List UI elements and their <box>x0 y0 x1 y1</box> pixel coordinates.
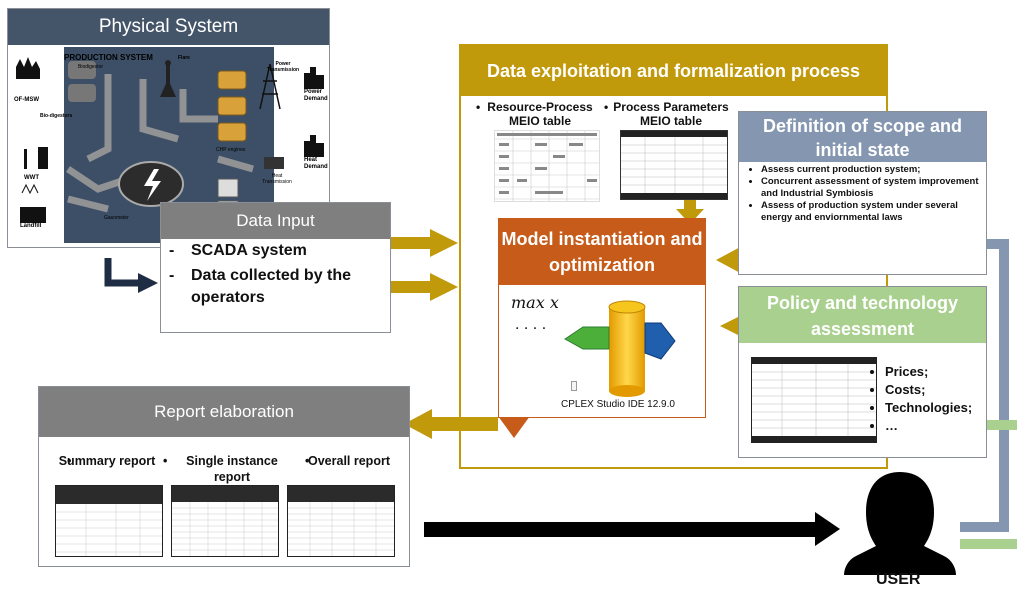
label-power-transmission: Power Transmission <box>266 61 300 73</box>
arrow-physical-to-datainput-head <box>138 273 158 293</box>
policy-grid <box>752 358 876 442</box>
report-thumb-single <box>171 485 279 557</box>
policy-item-1: Costs; <box>885 381 986 399</box>
policy-item-0: Prices; <box>885 363 986 381</box>
cplex-file-icon <box>571 381 577 391</box>
data-input-panel: Data Input -SCADA system -Data collected… <box>160 202 391 333</box>
data-input-header: Data Input <box>161 203 390 239</box>
physical-illustration <box>16 57 324 223</box>
user-label: USER <box>876 571 921 588</box>
policy-item-3: … <box>885 417 986 435</box>
label-chp-engines: CHP engines <box>216 147 246 153</box>
report-thumb-overall <box>287 485 395 557</box>
report-thumb-summary-grid <box>56 486 162 556</box>
arrow-physical-to-datainput <box>104 258 140 287</box>
policy-panel: Policy and technology assessment Prices;… <box>738 286 987 458</box>
spreadsheet-icon <box>494 130 600 202</box>
model-header: Model instantiation and optimization <box>499 219 705 285</box>
report-header: Report elaboration <box>39 387 409 437</box>
scope-item-2: Assess of production system under severa… <box>761 200 981 224</box>
table2-caption: •Process Parameters MEIO table <box>604 100 729 128</box>
table1-grid <box>495 131 599 201</box>
arrow-datainput-to-exploitation-1 <box>380 229 458 257</box>
model-dots: · · · · <box>515 321 547 337</box>
label-biodigestors: Bio-digestors <box>40 113 73 119</box>
production-system-label: PRODUCTION SYSTEM <box>64 53 153 62</box>
table1-caption: •Resource-Process MEIO table <box>476 100 593 128</box>
tower-icon <box>160 60 176 97</box>
policy-item-2: Technologies; <box>885 399 986 417</box>
arrow-datainput-to-exploitation-2 <box>380 273 458 301</box>
label-biodigestor-top: Biodigestor <box>78 64 104 70</box>
model-title: Model instantiation and optimization <box>501 229 703 275</box>
parameters-table-thumbnail <box>620 130 728 200</box>
policy-header: Policy and technology assessment <box>739 287 986 343</box>
scope-item-1: Concurrent assessment of system improvem… <box>761 176 981 200</box>
scope-list: Assess current production system; Concur… <box>745 164 981 224</box>
arrow-exploitation-to-report <box>404 409 498 439</box>
report-thumb-single-grid <box>172 486 278 556</box>
exploitation-panel: Data exploitation and formalization proc… <box>459 44 888 469</box>
report-title: Report elaboration <box>154 402 294 421</box>
factory-icon <box>16 57 48 223</box>
report-item-1: •Single instance report <box>163 454 278 484</box>
scope-item-0: Assess current production system; <box>761 164 981 176</box>
data-input-item-1: -Data collected by the operators <box>169 267 352 306</box>
policy-list: Prices; Costs; Technologies; … <box>871 363 986 435</box>
scope-panel: Definition of scope and initial state As… <box>738 111 987 275</box>
label-wwt: WWT <box>24 175 39 181</box>
lightning-icon <box>118 161 184 207</box>
label-heat-transmission: Heat Transmission <box>262 173 292 185</box>
report-item-0: •Summary report <box>58 454 156 468</box>
arrow-report-to-user <box>424 512 840 546</box>
data-input-title: Data Input <box>236 211 315 230</box>
model-software: CPLEX Studio IDE 12.9.0 <box>561 399 675 410</box>
policy-spreadsheet-thumbnail <box>751 357 877 443</box>
label-ofmsw: OF-MSW <box>14 97 39 103</box>
scope-header: Definition of scope and initial state <box>739 112 986 162</box>
report-panel: Report elaboration •Summary report •Sing… <box>38 386 410 567</box>
model-formula: max x <box>511 293 559 312</box>
physical-system-title: Physical System <box>98 16 239 37</box>
label-heat-demand: Heat Demand <box>304 157 328 170</box>
exploitation-title: Data exploitation and formalization proc… <box>486 61 861 81</box>
model-panel: Model instantiation and optimization max… <box>498 218 706 418</box>
exploitation-header: Data exploitation and formalization proc… <box>461 46 886 96</box>
policy-title: Policy and technology assessment <box>766 293 959 339</box>
scope-title: Definition of scope and initial state <box>762 116 962 160</box>
report-thumb-overall-grid <box>288 486 394 556</box>
cplex-logo-icon <box>564 300 676 397</box>
report-thumb-summary <box>55 485 163 557</box>
label-power-demand: Power Demand <box>304 89 328 102</box>
table2-grid <box>621 131 727 199</box>
label-gasometer: Gasometer <box>104 215 129 221</box>
label-flare: Flare <box>178 55 190 61</box>
data-input-item-0: -SCADA system <box>169 242 307 259</box>
physical-system-header: Physical System <box>8 9 329 45</box>
report-item-2: •Overall report <box>305 454 390 468</box>
label-landfill: Landfill <box>20 223 42 229</box>
arrow-parameters-to-model <box>676 197 704 224</box>
arrow-user-to-scope <box>960 239 1009 532</box>
